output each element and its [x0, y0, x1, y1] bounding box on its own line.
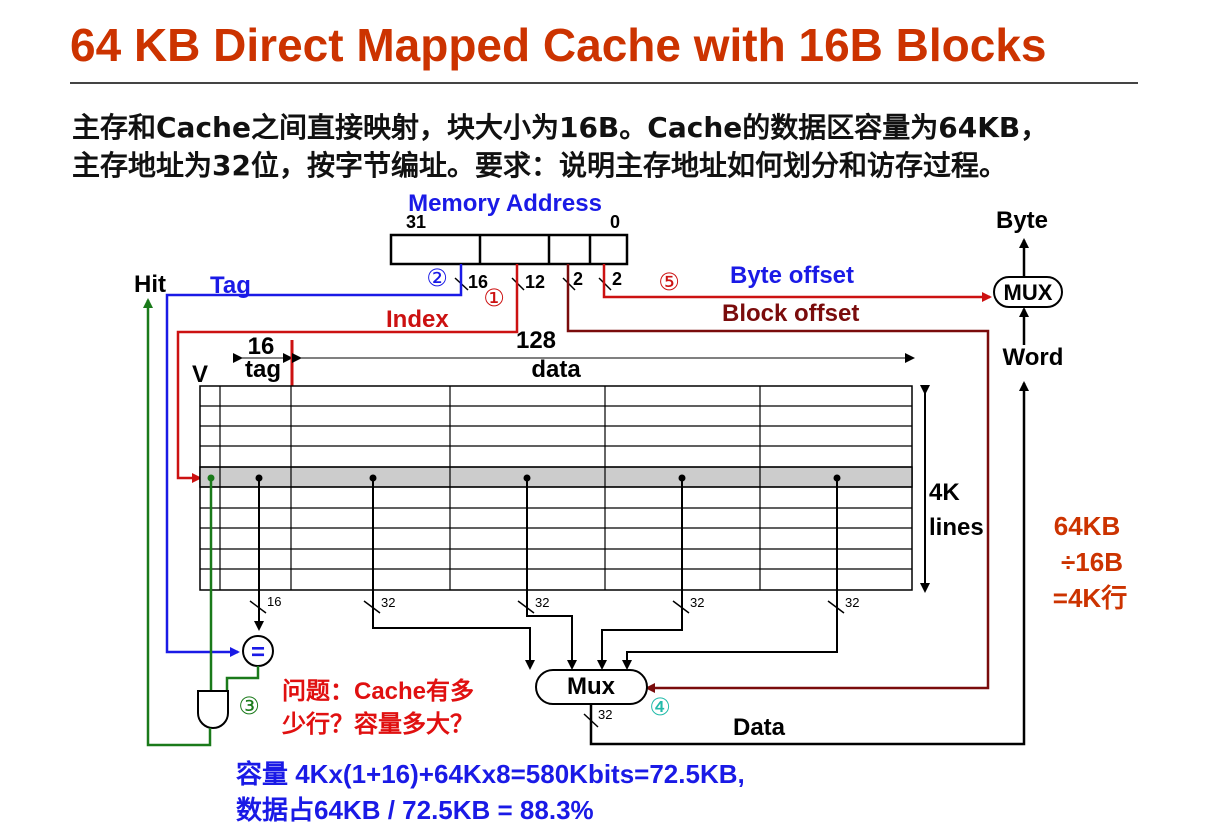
- word-width-2: 32: [535, 595, 549, 610]
- word-line-4: [622, 478, 838, 670]
- cache-table: [199, 385, 913, 591]
- word-slash-4: [827, 600, 845, 614]
- question-line-1: 问题：Cache有多: [282, 678, 474, 705]
- lines-word-label: lines: [929, 514, 984, 541]
- word-slash-3: [672, 600, 690, 614]
- answer-line-1: 容量 4Kx(1+16)+64Kx8=580Kbits=72.5KB,: [236, 759, 745, 789]
- slide-title: 64 KB Direct Mapped Cache with 16B Block…: [70, 19, 1047, 71]
- compare-result-line: [225, 666, 260, 691]
- answer-line-2: 数据占64KB / 72.5KB = 88.3%: [236, 795, 594, 825]
- byte-offset-line: [602, 264, 992, 302]
- calc-line-3: =4K行: [1053, 583, 1127, 613]
- hit-line: [143, 298, 212, 747]
- step-4-marker: ④: [649, 694, 671, 721]
- title-divider: [70, 82, 1138, 84]
- byte-offset-width: 2: [612, 269, 622, 289]
- calc-line-1: 64KB: [1054, 511, 1120, 541]
- tag-line: [165, 264, 463, 657]
- and-gate: [197, 690, 229, 729]
- word-width-1: 32: [381, 595, 395, 610]
- index-label: Index: [386, 306, 449, 333]
- question-line-2: 少行？容量多大？: [281, 710, 474, 738]
- tag-output-width: 16: [267, 594, 281, 609]
- address-bit-low: 0: [610, 212, 620, 232]
- word-slash-2: [517, 600, 535, 614]
- byte-mux-label: MUX: [1004, 280, 1053, 305]
- step-1-marker: ①: [483, 285, 505, 312]
- word-width-4: 32: [845, 595, 859, 610]
- word-dot-2: [523, 474, 531, 482]
- word-dot-1: [369, 474, 377, 482]
- lines-count-label: 4K: [929, 479, 960, 506]
- step-5-marker: ⑤: [658, 269, 680, 296]
- address-bit-high: 31: [406, 212, 426, 232]
- block-offset-label: Block offset: [722, 300, 859, 327]
- table-rows: [200, 386, 912, 590]
- address-register: [389, 233, 629, 266]
- data-bus-width: 32: [598, 707, 612, 722]
- data-column-label: data: [531, 356, 581, 383]
- tag-column-label: tag: [245, 356, 281, 383]
- comparator-symbol: =: [251, 639, 265, 666]
- block-offset-line: [566, 264, 990, 693]
- tag-field-width: 16: [468, 272, 488, 292]
- data-width-label: 128: [516, 327, 556, 354]
- tag-output-slash: [249, 600, 267, 614]
- index-field-width: 12: [525, 272, 545, 292]
- data-bus-slash: [583, 713, 599, 728]
- memory-address-label: Memory Address: [408, 190, 602, 217]
- problem-line-2: 主存地址为32位，按字节编址。要求：说明主存地址如何划分和访存过程。: [72, 149, 1007, 182]
- word-line-1: [372, 478, 535, 670]
- v-column-label: V: [192, 361, 208, 388]
- word-line-2: [526, 478, 577, 670]
- word-line-3: [597, 478, 683, 670]
- word-lines: [369, 474, 841, 670]
- word-slash-1: [363, 600, 381, 614]
- word-width-3: 32: [690, 595, 704, 610]
- data-bus-label: Data: [733, 714, 786, 741]
- tag-label: Tag: [210, 272, 251, 299]
- hit-label: Hit: [134, 271, 166, 298]
- data-bus-line: [589, 381, 1029, 746]
- word-label: Word: [1003, 344, 1064, 371]
- word-mux-label: Mux: [567, 673, 616, 700]
- step-3-marker: ③: [238, 693, 260, 720]
- word-dot-3: [678, 474, 686, 482]
- tag-output-dot: [255, 474, 263, 482]
- block-offset-width: 2: [573, 269, 583, 289]
- byte-label: Byte: [996, 207, 1048, 234]
- step-2-marker: ②: [426, 265, 448, 292]
- valid-bit-dot: [207, 474, 215, 482]
- word-dot-4: [833, 474, 841, 482]
- problem-line-1: 主存和Cache之间直接映射，块大小为16B。Cache的数据区容量为64KB，: [72, 111, 1049, 144]
- index-line: [176, 264, 519, 483]
- calc-line-2: ÷16B: [1061, 547, 1123, 577]
- byte-offset-label: Byte offset: [730, 262, 854, 289]
- selected-cache-line: [199, 466, 913, 488]
